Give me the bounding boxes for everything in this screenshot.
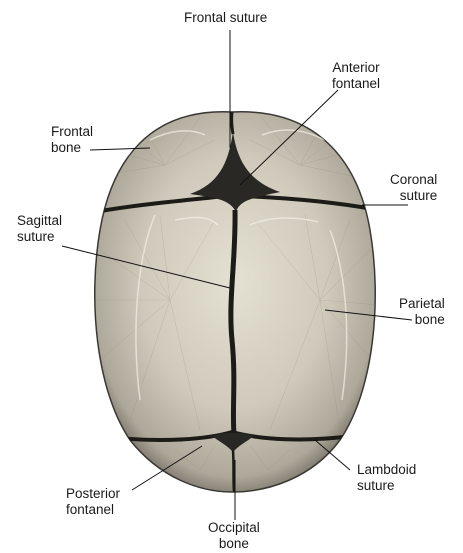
label-posterior-fontanel: Posterior fontanel [66, 486, 120, 518]
label-lambdoid-suture: Lambdoid suture [357, 462, 416, 494]
label-anterior-fontanel: Anterior fontanel [332, 60, 380, 92]
label-parietal-bone: Parietal bone [399, 296, 445, 328]
label-sagittal-suture: Sagittal suture [17, 213, 62, 245]
frontal-suture-line [232, 112, 233, 134]
label-frontal-bone: Frontal bone [51, 124, 93, 156]
label-occipital-bone: Occipital bone [208, 520, 260, 552]
label-frontal-suture: Frontal suture [184, 10, 267, 26]
label-coronal-suture: Coronal suture [390, 172, 437, 204]
